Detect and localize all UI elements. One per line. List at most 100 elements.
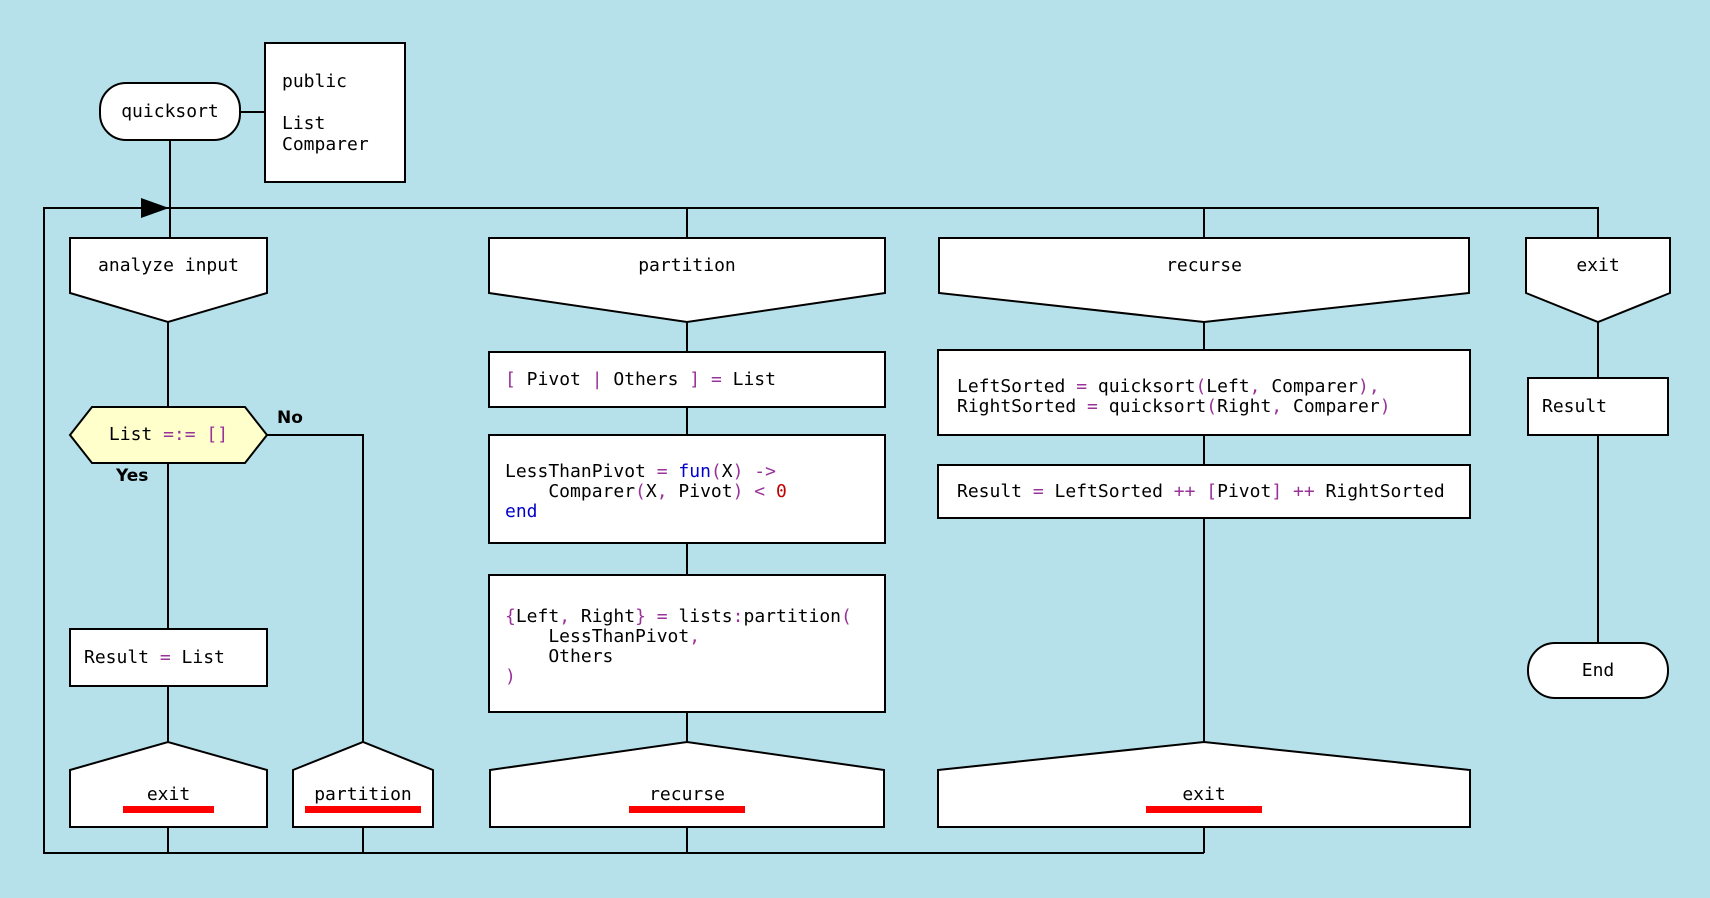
- address-exit-shape: [69, 740, 268, 828]
- branch-header-partition-shape: [488, 237, 886, 324]
- code-token: lists: [667, 606, 733, 627]
- code-token: LessThanPivot: [505, 461, 657, 482]
- param-comparer-label: Comparer: [282, 134, 369, 155]
- action-concat-shape: [937, 464, 1471, 519]
- code-token: [: [505, 368, 516, 390]
- action-exit-result-shape: [1527, 377, 1669, 436]
- code-line: Others: [505, 647, 852, 667]
- code-token: Others: [505, 646, 614, 667]
- action-partition-call-label: {Left, Right} = lists:partition( LessTha…: [505, 607, 852, 687]
- code-token: ++: [1173, 480, 1196, 502]
- code-token: =:= []: [163, 424, 229, 445]
- action-concat-label: Result = LeftSorted ++ [Pivot] ++ RightS…: [957, 465, 1445, 518]
- code-token: ,: [656, 481, 668, 502]
- end-node-shape: [1527, 642, 1669, 699]
- code-token: RightSorted: [957, 396, 1088, 417]
- code-token: LeftSorted: [957, 376, 1077, 397]
- no-branch-wire: [267, 434, 364, 853]
- address-exit-label: exit: [146, 784, 191, 805]
- code-token: [743, 481, 754, 502]
- branch-header-partition-label: partition: [638, 254, 736, 276]
- code-token: List: [721, 368, 776, 390]
- action-pivot-others-shape: [488, 351, 886, 408]
- code-token: |: [591, 368, 603, 390]
- code-token: ]: [689, 368, 701, 390]
- code-token: [765, 481, 776, 502]
- action-lessthan-shape: [488, 434, 886, 544]
- code-token: Others: [602, 368, 690, 390]
- code-token: (: [635, 481, 646, 502]
- action-partition-call-shape: [488, 574, 886, 713]
- code-token: partition: [743, 606, 842, 627]
- branch-header-recurse-label: recurse: [1166, 254, 1242, 276]
- code-token: quicksort: [1087, 376, 1196, 397]
- code-token: Left: [1206, 376, 1250, 397]
- code-token: <: [754, 481, 766, 502]
- start-node-shape: [99, 82, 241, 141]
- code-token: =: [656, 606, 668, 627]
- code-token: ]: [1271, 480, 1283, 502]
- code-token: ->: [754, 461, 776, 482]
- code-token: Comparer: [1282, 396, 1380, 417]
- code-token: Comparer: [1260, 376, 1359, 397]
- code-token: =: [1032, 480, 1044, 502]
- code-token: end: [505, 501, 538, 522]
- address-exit-underline: [123, 806, 214, 813]
- action-recurse-calls-shape: [937, 349, 1471, 436]
- action-pivot-others-label: [ Pivot | Others ] = List: [505, 352, 776, 407]
- address-recurse-underline: [629, 806, 745, 813]
- code-token: RightSorted: [1314, 480, 1445, 502]
- action-lessthan-label: LessThanPivot = fun(X) -> Comparer(X, Pi…: [505, 462, 787, 522]
- code-token: List: [170, 646, 225, 668]
- code-line: {Left, Right} = lists:partition(: [505, 607, 852, 627]
- code-token: Right: [570, 606, 636, 627]
- branch-header-exit-shape: [1525, 237, 1671, 324]
- address-partition-label: partition: [314, 784, 412, 805]
- code-token: ,: [1249, 376, 1261, 397]
- params-visibility-label: public: [282, 71, 348, 92]
- no-branch-label: No: [277, 408, 303, 428]
- code-token: (: [1206, 396, 1218, 417]
- loop-arrow-icon: [141, 198, 169, 218]
- code-token: Pivot: [667, 481, 733, 502]
- param-list-label: List: [282, 113, 326, 134]
- code-line: end: [505, 502, 787, 522]
- code-token: ): [1379, 396, 1391, 417]
- end-node-label: End: [1581, 659, 1615, 681]
- params-node-shape: [264, 42, 406, 183]
- code-token: X: [721, 461, 733, 482]
- code-token: Left: [515, 606, 560, 627]
- code-token: ,: [1271, 396, 1283, 417]
- code-token: }: [635, 606, 646, 627]
- code-token: [743, 461, 754, 482]
- code-token: ): [732, 481, 744, 502]
- branch-header-analyze-shape: [69, 237, 268, 324]
- address-recurse-shape: [489, 740, 885, 828]
- code-token: (: [841, 606, 852, 627]
- code-token: ),: [1358, 376, 1380, 397]
- code-token: [1282, 482, 1293, 502]
- code-token: =: [656, 461, 668, 482]
- branch-header-analyze-label: analyze input: [98, 254, 239, 276]
- code-token: Pivot: [1217, 480, 1272, 502]
- action-recurse-calls-label: LeftSorted = quicksort(Left, Comparer), …: [957, 377, 1391, 417]
- branch-header-exit-label: exit: [1576, 254, 1620, 276]
- code-token: (: [1195, 376, 1207, 397]
- address-recurse-label: recurse: [649, 784, 725, 805]
- start-node-label: quicksort: [121, 100, 219, 122]
- code-line: ): [505, 667, 852, 687]
- code-token: ): [732, 461, 744, 482]
- branch-header-recurse-shape: [938, 237, 1470, 324]
- silhouette-loop-wire: [43, 207, 1599, 854]
- code-token: LeftSorted: [1043, 480, 1174, 502]
- code-token: [1195, 482, 1206, 502]
- code-token: (: [710, 461, 722, 482]
- code-token: X: [645, 481, 657, 502]
- code-token: LessThanPivot: [505, 626, 690, 647]
- code-token: fun: [678, 461, 711, 482]
- code-token: Right: [1217, 396, 1272, 417]
- code-token: {: [505, 606, 516, 627]
- address-partition-underline: [305, 806, 421, 813]
- address-exit2-label: exit: [1182, 784, 1226, 805]
